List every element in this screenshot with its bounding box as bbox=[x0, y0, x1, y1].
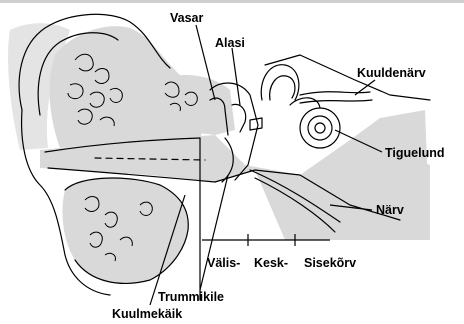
semicircular-canal-3 bbox=[290, 98, 320, 108]
label-kuulmekaik: Kuulmekäik bbox=[112, 307, 182, 321]
label-valis: Välis- bbox=[207, 256, 240, 270]
cochlea-inner bbox=[315, 123, 325, 133]
label-alasi: Alasi bbox=[215, 36, 245, 50]
semicircular-canal-2 bbox=[270, 76, 295, 100]
label-trummikile: Trummikile bbox=[158, 290, 224, 304]
leader-alasi bbox=[232, 48, 240, 105]
label-kesk: Kesk- bbox=[254, 256, 288, 270]
cochlea-mid bbox=[308, 116, 332, 140]
label-vasar: Vasar bbox=[170, 11, 204, 25]
label-tiguelund: Tiguelund bbox=[385, 146, 445, 160]
shaded-regions bbox=[8, 23, 430, 283]
cochlea-outer bbox=[300, 108, 340, 148]
label-narv: Närv bbox=[376, 203, 404, 217]
label-kuuldenarv: Kuuldenärv bbox=[357, 66, 426, 80]
auditory-nerve-2 bbox=[300, 100, 372, 103]
top-border bbox=[0, 0, 464, 3]
label-sisekorv: Sisekõrv bbox=[304, 256, 356, 270]
leader-trummikile bbox=[200, 175, 228, 290]
